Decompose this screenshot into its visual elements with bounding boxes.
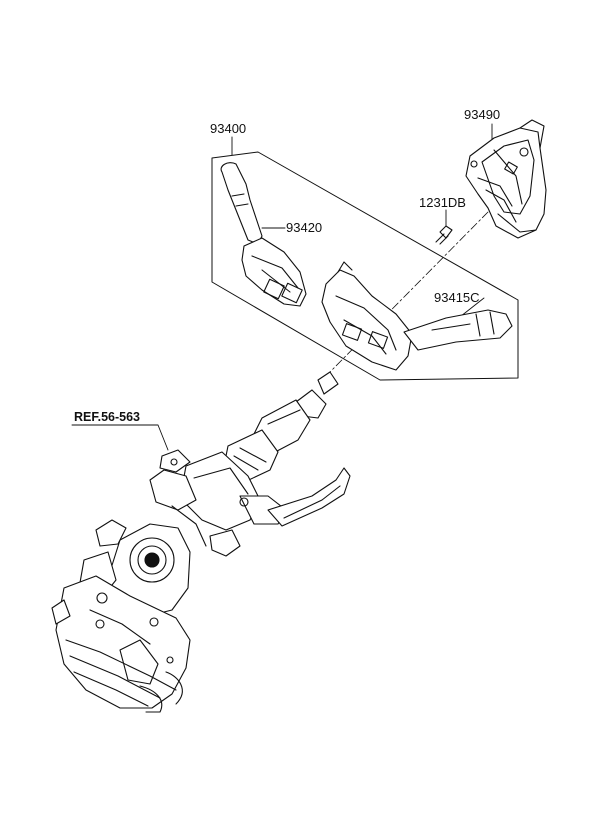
- switch-lever-93415c: [321, 261, 513, 371]
- reference-label: REF.56-563: [74, 410, 141, 424]
- gear-housing: [51, 575, 191, 713]
- clock-spring-93490: [465, 119, 547, 239]
- part-label-93490: 93490: [464, 107, 501, 122]
- part-label-93415c: 93415C: [434, 290, 480, 305]
- switch-lever-93420: [220, 162, 307, 307]
- leader-lines: [71, 123, 493, 451]
- bolt-1231db: [435, 225, 453, 245]
- column-housing: [149, 449, 351, 557]
- part-label-93400: 93400: [210, 121, 247, 136]
- part-label-93420: 93420: [286, 220, 323, 235]
- part-label-1231db: 1231DB: [419, 195, 466, 210]
- assembly-93400-outline: [211, 151, 519, 381]
